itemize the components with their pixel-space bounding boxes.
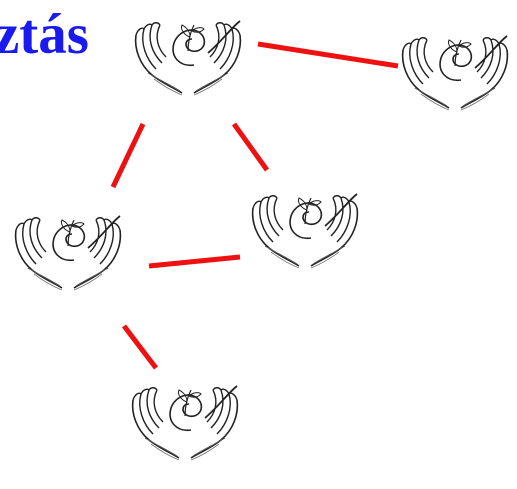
edge-top-to-right	[258, 44, 398, 66]
node-right-hands-holding-sprout-icon	[403, 36, 508, 110]
node-mid-left-hands-holding-sprout-icon	[16, 216, 121, 290]
node-bottom-hands-holding-sprout-icon	[133, 386, 238, 460]
node-top-hands-holding-sprout-icon	[136, 21, 241, 95]
node-mid-right-hands-holding-sprout-icon	[253, 194, 358, 268]
edge-mid-left-to-mid-right	[149, 257, 240, 266]
edge-top-to-mid-right	[234, 124, 267, 170]
edge-mid-left-to-bottom	[124, 326, 156, 368]
edge-top-to-mid-left	[113, 124, 143, 187]
